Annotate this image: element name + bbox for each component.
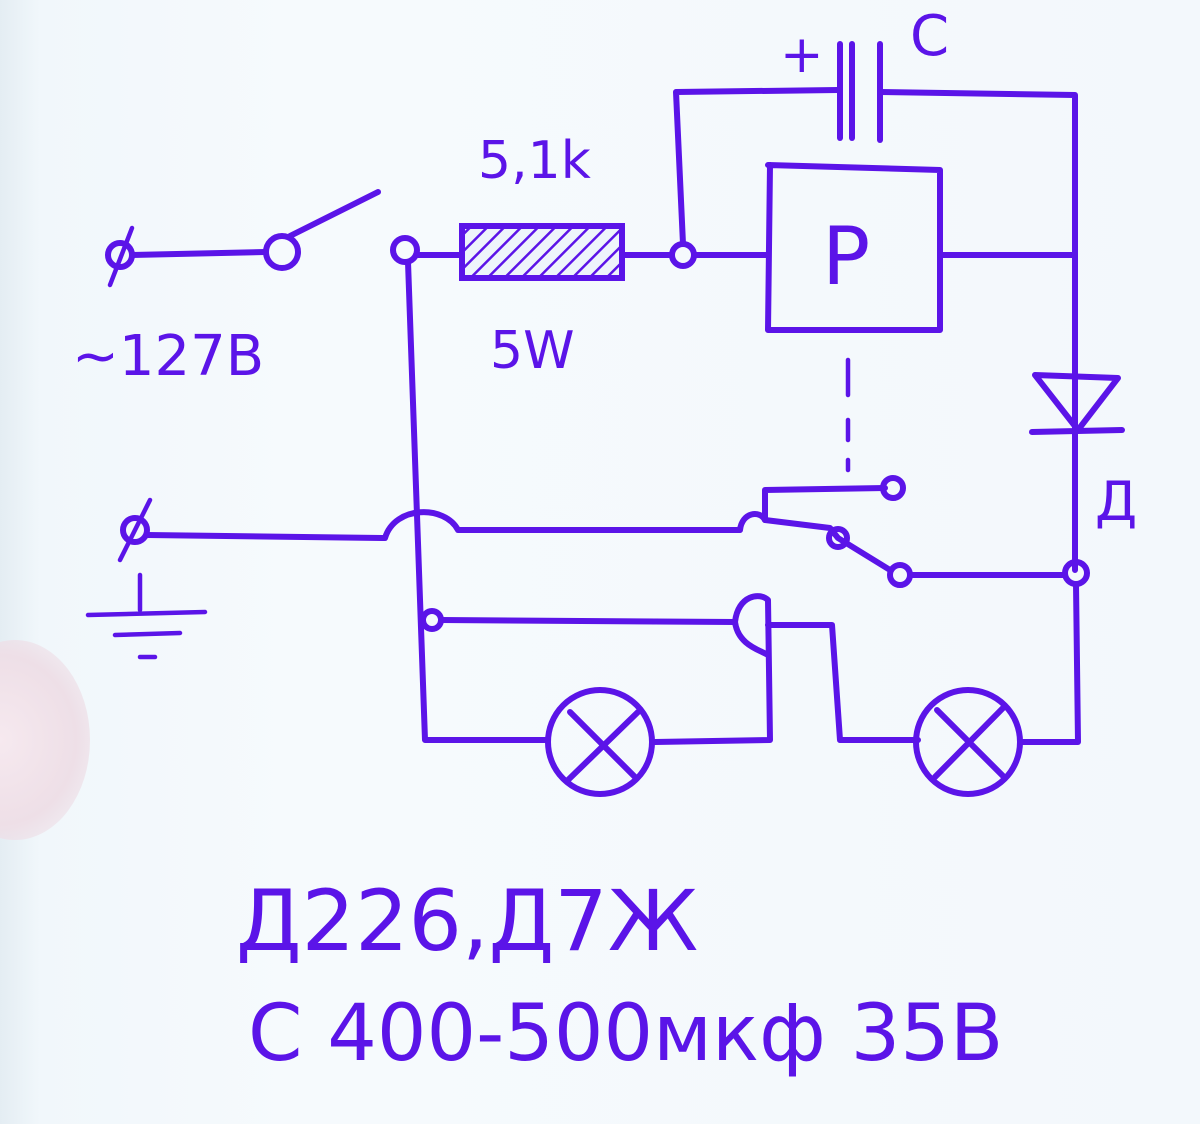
resistor-power-label: 5W (490, 321, 575, 381)
capacitor-symbol (837, 41, 883, 143)
relay-armature-pivot (826, 526, 850, 550)
capacitor-spec-note: C 400-500мкф 35B (248, 989, 1003, 1079)
capacitor-plus-label: + (780, 25, 824, 85)
wire-lamp1-return (438, 593, 773, 745)
supply-label: ~127B (72, 324, 264, 389)
relay-box (765, 162, 943, 333)
relay-contact-upper (880, 475, 906, 501)
resistor-symbol (459, 223, 625, 281)
resistor-value-label: 5,1k (478, 131, 591, 191)
wire-capacitor-right (877, 89, 1078, 573)
wire-ground-line (144, 509, 768, 541)
diode-label: Д (1095, 470, 1137, 533)
lamp-2 (913, 687, 1023, 797)
relay-armature (762, 517, 893, 573)
relay-nc-contact (762, 485, 888, 523)
diode-types-note: Д226,Д7Ж (236, 872, 698, 970)
switch-symbol (263, 189, 381, 271)
diode-symbol (1029, 372, 1125, 435)
wire-crossover (732, 619, 771, 658)
wire-lamp2-left (765, 622, 921, 743)
capacitor-label: C (910, 4, 949, 69)
switch-output-node (390, 235, 420, 265)
ground-symbol (85, 572, 208, 660)
wire-input-to-switch (129, 249, 268, 258)
lamp-1 (545, 687, 655, 797)
wire-capacitor-left (673, 87, 841, 247)
input-terminal-top (105, 225, 135, 288)
input-terminal-bottom (117, 497, 153, 563)
wire-lamp2-right (1017, 581, 1081, 745)
resistor-relay-node (669, 241, 697, 269)
wire-left-rail (405, 259, 551, 743)
relay-label: P (822, 210, 870, 303)
